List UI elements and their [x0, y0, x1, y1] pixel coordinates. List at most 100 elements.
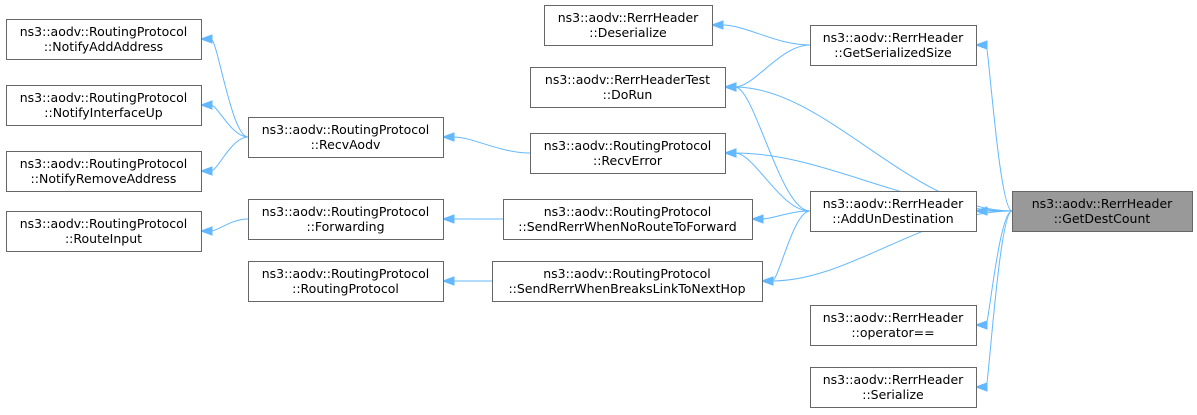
node-label-line2: ::Deserialize: [589, 25, 667, 40]
node-label-line1: ns3::aodv::RerrHeader: [823, 372, 964, 387]
node-label-line1: ns3::aodv::RoutingProtocol: [543, 266, 711, 281]
node-notifyinterfaceup[interactable]: ns3::aodv::RoutingProtocol::NotifyInterf…: [6, 85, 202, 126]
node-label-line1: ns3::aodv::RoutingProtocol: [20, 90, 188, 105]
node-label-line2: ::SendRerrWhenBreaksLinkToNextHop: [508, 281, 745, 296]
arrowhead-notifyaddaddress-recvaodv: [199, 34, 213, 44]
node-label-line2: ::RecvAodv: [311, 137, 381, 152]
node-label-line1: ns3::aodv::RoutingProtocol: [544, 138, 712, 153]
edge-sendrerrbreaks-getdestcount: [771, 210, 1013, 282]
node-box: [6, 151, 202, 192]
node-recverror[interactable]: ns3::aodv::RoutingProtocol::RecvError: [530, 133, 726, 174]
edge-recvaodv-recverror: [452, 136, 531, 154]
node-getdestcount[interactable]: ns3::aodv::RerrHeader::GetDestCount: [1012, 191, 1193, 232]
node-label-line2: ::RecvError: [593, 153, 663, 168]
arrowhead-operatoreq-getdestcount: [974, 320, 988, 330]
node-label-line1: ns3::aodv::RerrHeader: [823, 310, 964, 325]
node-box: [544, 5, 713, 46]
node-notifyaddaddress[interactable]: ns3::aodv::RoutingProtocol::NotifyAddAdd…: [6, 19, 202, 60]
edge-deserialize-getserializedsize: [721, 24, 811, 46]
node-box: [6, 19, 202, 60]
node-label-line2: ::RoutingProtocol: [292, 281, 399, 296]
arrowhead-deserialize-getserializedsize: [710, 20, 724, 30]
node-label-line2: ::GetDestCount: [1054, 211, 1151, 226]
node-serialize[interactable]: ns3::aodv::RerrHeader::Serialize: [810, 367, 977, 408]
node-routingprotocol[interactable]: ns3::aodv::RoutingProtocol::RoutingProto…: [248, 261, 444, 302]
edge-recverror-addundestination: [734, 152, 811, 212]
node-box: [810, 25, 977, 66]
node-label-line2: ::Forwarding: [306, 219, 384, 234]
node-label-line1: ns3::aodv::RerrHeader: [823, 196, 964, 211]
node-box: [492, 261, 763, 302]
node-dorun[interactable]: ns3::aodv::RerrHeaderTest::DoRun: [530, 67, 726, 108]
node-label-line2: ::AddUnDestination: [832, 211, 953, 226]
arrowhead-sendrerrnoroute-addundestination: [750, 214, 764, 224]
node-label-line2: ::operator==: [851, 325, 934, 340]
node-label-line2: ::Serialize: [862, 387, 924, 402]
node-label-line1: ns3::aodv::RerrHeaderTest: [545, 72, 710, 87]
node-label-line1: ns3::aodv::RoutingProtocol: [262, 266, 430, 281]
node-box: [530, 133, 726, 174]
node-routeinput[interactable]: ns3::aodv::RoutingProtocol::RouteInput: [6, 211, 202, 252]
arrowhead-sendrerrbreaks-getdestcount: [760, 276, 774, 286]
edges-layer: [199, 20, 1013, 392]
node-label-line1: ns3::aodv::RerrHeader: [1032, 196, 1173, 211]
node-label-line1: ns3::aodv::RoutingProtocol: [544, 204, 712, 219]
node-label-line2: ::GetSerializedSize: [834, 45, 952, 60]
edge-sendrerrnoroute-addundestination: [761, 210, 811, 220]
node-label-line1: ns3::aodv::RoutingProtocol: [20, 156, 188, 171]
edge-serialize-getdestcount: [985, 210, 1013, 388]
arrowhead-getserializedsize-getdestcount: [974, 40, 988, 50]
node-label-line2: ::NotifyRemoveAddress: [31, 171, 177, 186]
node-forwarding[interactable]: ns3::aodv::RoutingProtocol::Forwarding: [248, 199, 444, 240]
node-label-line1: ns3::aodv::RoutingProtocol: [20, 24, 188, 39]
node-sendrerrnoroute[interactable]: ns3::aodv::RoutingProtocol::SendRerrWhen…: [503, 199, 753, 240]
node-sendrerrbreaks[interactable]: ns3::aodv::RoutingProtocol::SendRerrWhen…: [492, 261, 763, 302]
node-notifyremoveaddress[interactable]: ns3::aodv::RoutingProtocol::NotifyRemove…: [6, 151, 202, 192]
node-label-line2: ::SendRerrWhenNoRouteToForward: [518, 219, 736, 234]
node-getserializedsize[interactable]: ns3::aodv::RerrHeader::GetSerializedSize: [810, 25, 977, 66]
node-box: [6, 85, 202, 126]
node-label-line1: ns3::aodv::RoutingProtocol: [20, 216, 188, 231]
edge-dorun-getserializedsize: [734, 44, 811, 88]
node-box: [810, 367, 977, 408]
edge-routeinput-forwarding: [210, 218, 249, 232]
node-label-line1: ns3::aodv::RerrHeader: [558, 10, 699, 25]
arrowhead-recvaodv-recverror: [441, 132, 455, 142]
node-label-line1: ns3::aodv::RerrHeader: [823, 30, 964, 45]
arrowhead-notifyinterfaceup-recvaodv: [199, 100, 213, 110]
arrowhead-forwarding-sendrerrnoroute: [441, 214, 455, 224]
node-label-line1: ns3::aodv::RoutingProtocol: [262, 204, 430, 219]
node-box: [248, 199, 444, 240]
node-recvaodv[interactable]: ns3::aodv::RoutingProtocol::RecvAodv: [248, 117, 444, 158]
node-operatoreq[interactable]: ns3::aodv::RerrHeader::operator==: [810, 305, 977, 346]
edge-sendrerrbreaks-addundestination: [771, 210, 811, 282]
nodes-layer: ns3::aodv::RerrHeader::GetDestCountns3::…: [6, 5, 1193, 408]
node-box: [810, 305, 977, 346]
node-label-line1: ns3::aodv::RoutingProtocol: [262, 122, 430, 137]
arrowhead-recverror-addundestination: [723, 148, 737, 158]
edge-notifyaddaddress-recvaodv: [210, 38, 249, 138]
arrowhead-routingprotocol-sendrerrbreaks: [441, 276, 455, 286]
edge-notifyremoveaddress-recvaodv: [210, 136, 249, 172]
node-addundestination[interactable]: ns3::aodv::RerrHeader::AddUnDestination: [810, 191, 977, 232]
node-label-line2: ::NotifyAddAddress: [44, 39, 163, 54]
node-box: [248, 117, 444, 158]
node-label-line2: ::DoRun: [603, 87, 653, 102]
arrowhead-routeinput-forwarding: [199, 226, 213, 236]
node-box: [810, 191, 977, 232]
node-box: [6, 211, 202, 252]
edge-getserializedsize-getdestcount: [985, 44, 1013, 212]
node-label-line2: ::RouteInput: [65, 231, 142, 246]
node-box: [1012, 191, 1193, 232]
node-box: [248, 261, 444, 302]
arrowhead-serialize-getdestcount: [974, 382, 988, 392]
node-box: [503, 199, 753, 240]
arrowhead-notifyremoveaddress-recvaodv: [199, 166, 213, 176]
edge-notifyinterfaceup-recvaodv: [210, 104, 249, 138]
node-box: [530, 67, 726, 108]
edge-dorun-addundestination: [734, 86, 811, 212]
node-label-line2: ::NotifyInterfaceUp: [44, 105, 162, 120]
node-deserialize[interactable]: ns3::aodv::RerrHeader::Deserialize: [544, 5, 713, 46]
arrowhead-dorun-addundestination: [723, 82, 737, 92]
